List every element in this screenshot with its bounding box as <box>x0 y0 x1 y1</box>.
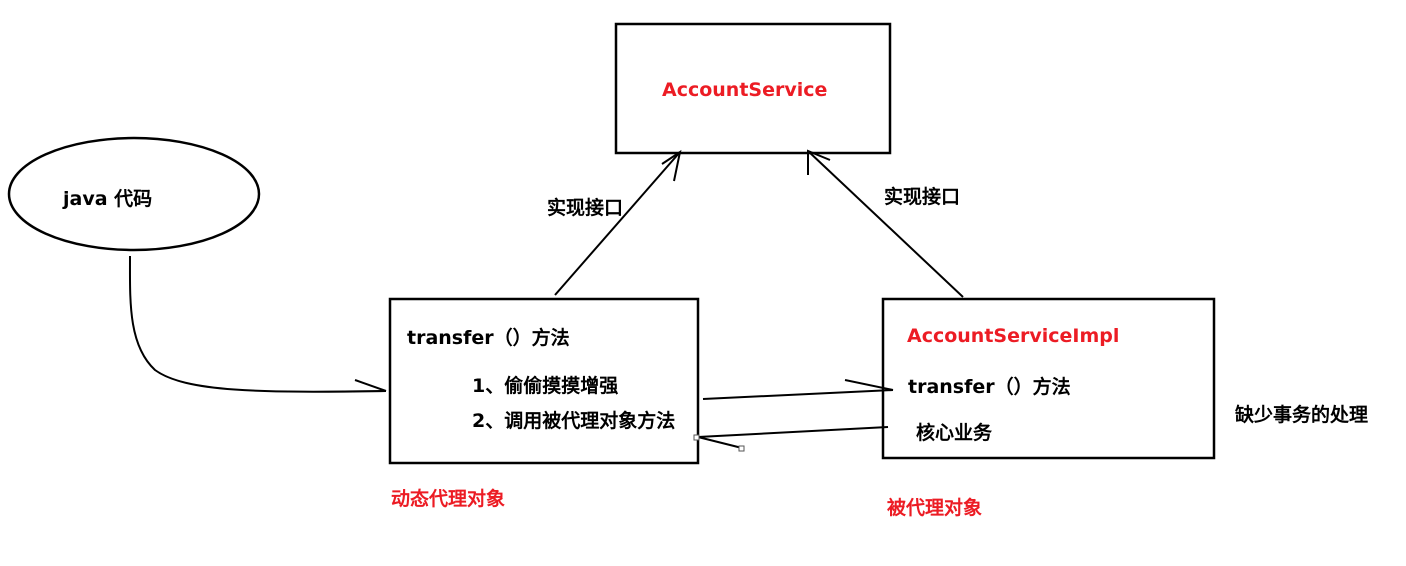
interface-box <box>614 22 892 155</box>
target-implements-arrowhead <box>807 149 831 175</box>
proxy-to-target-line <box>702 389 894 400</box>
target-method-label: transfer（）方法 <box>908 376 1071 398</box>
proxy-implements-arrowhead <box>661 149 682 182</box>
client-to-proxy-line <box>128 255 387 393</box>
target-to-proxy-arrowhead <box>697 436 743 449</box>
proxy-box <box>388 297 700 465</box>
target-caption: 被代理对象 <box>887 497 983 519</box>
target-implements-label: 实现接口 <box>884 186 961 208</box>
interface-label: AccountService <box>662 79 828 101</box>
client-label: java 代码 <box>63 188 153 210</box>
target-core-label: 核心业务 <box>916 422 993 444</box>
proxy-caption: 动态代理对象 <box>391 488 506 510</box>
target-to-proxy-line <box>697 426 889 438</box>
target-box <box>881 297 1216 460</box>
client-to-proxy-arrowhead <box>354 379 387 392</box>
selection-handle <box>738 445 745 452</box>
proxy-to-target-arrowhead <box>844 379 894 391</box>
missing-tx-note: 缺少事务的处理 <box>1235 404 1369 426</box>
proxy-step1-label: 1、偷偷摸摸增强 <box>472 375 619 397</box>
target-label: AccountServiceImpl <box>907 325 1120 347</box>
target-implements-line <box>807 150 964 298</box>
proxy-step2-label: 2、调用被代理对象方法 <box>472 410 676 432</box>
proxy-implements-line <box>554 151 681 296</box>
client-ellipse <box>7 136 261 252</box>
proxy-implements-label: 实现接口 <box>547 197 624 219</box>
selection-handle <box>693 434 700 441</box>
proxy-method-label: transfer（）方法 <box>407 327 570 349</box>
